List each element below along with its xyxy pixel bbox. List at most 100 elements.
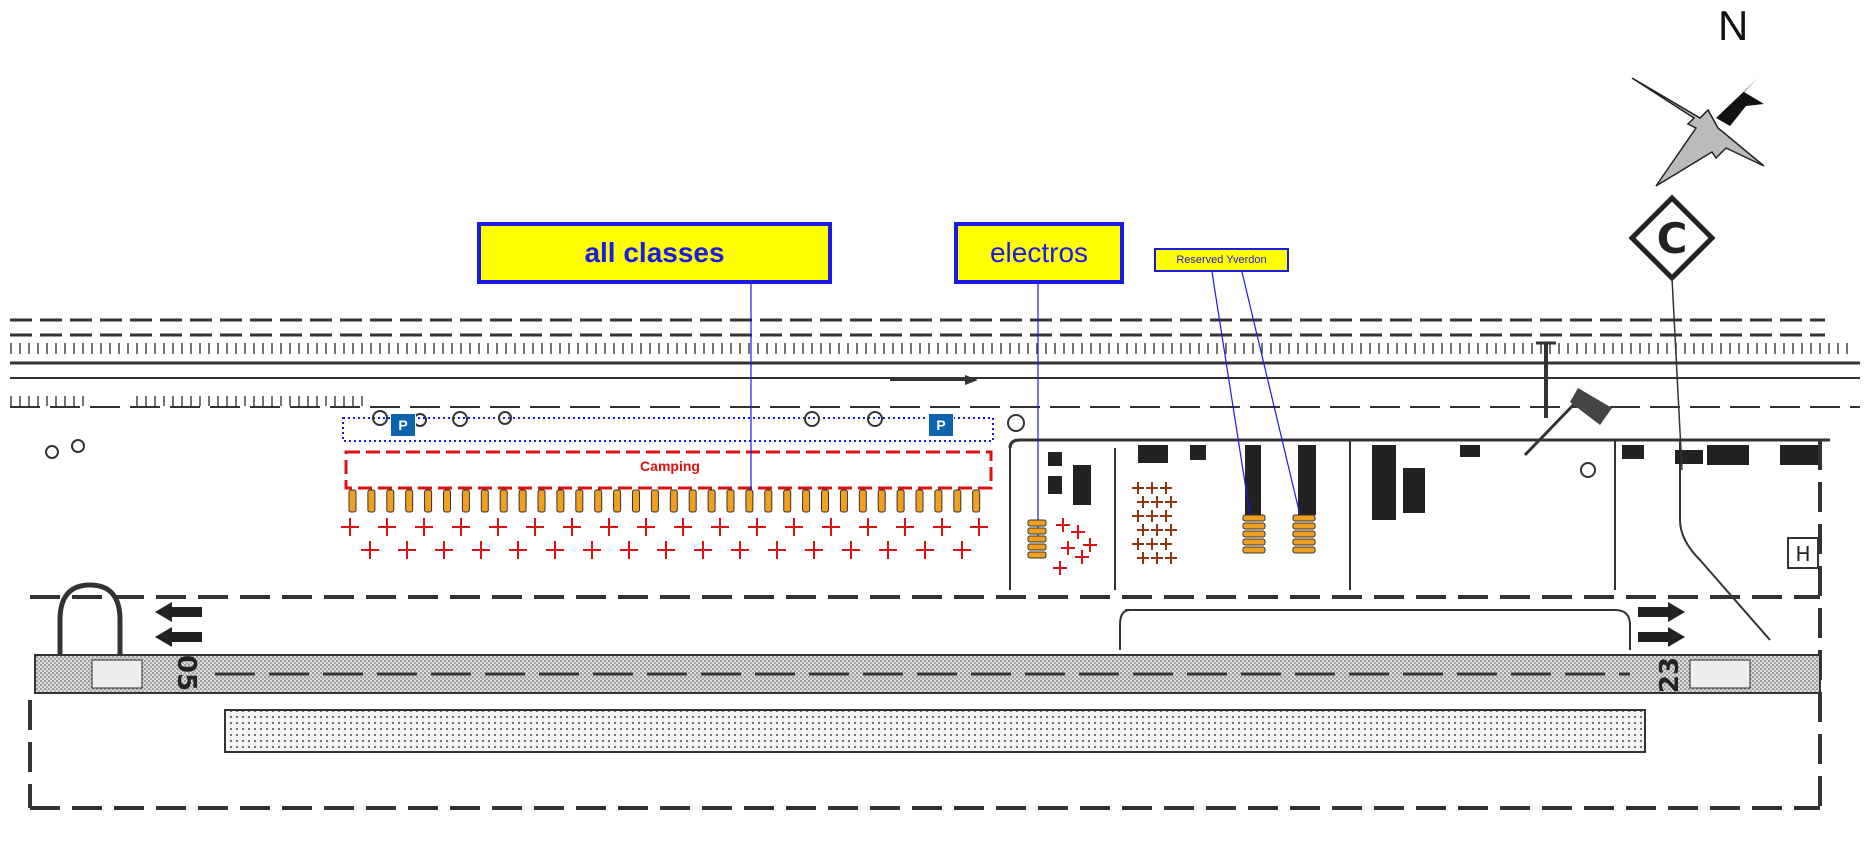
glider-icon [1027, 543, 1047, 551]
tent-icon [489, 518, 507, 536]
glider-icon [461, 489, 470, 513]
electros-label: electros [954, 222, 1124, 284]
heliport-h-icon: H [1787, 537, 1819, 569]
glider-icon [1292, 546, 1316, 554]
glider-icon [594, 489, 603, 513]
tent-icon [842, 541, 860, 559]
glider-icon [1242, 546, 1266, 554]
tent-icon [435, 541, 453, 559]
taxiway-lines [28, 438, 1830, 810]
tent-icon [583, 541, 601, 559]
glider-icon [348, 489, 357, 513]
glider-icon [632, 489, 640, 513]
trees [45, 410, 1596, 478]
compass-rose-icon [1631, 77, 1765, 187]
glider-icon [1027, 535, 1047, 543]
tent-icon [563, 518, 581, 536]
glider-icon [1242, 538, 1266, 546]
tent-icon [1165, 552, 1177, 564]
tent-icon [1146, 538, 1158, 550]
glider-icon [386, 489, 395, 513]
tent-icon [341, 518, 359, 536]
tent-icon [526, 518, 544, 536]
glider-icon [972, 489, 981, 513]
glider-icon [1027, 519, 1047, 527]
tent-icon [916, 541, 934, 559]
tent-icon [1132, 482, 1144, 494]
windsock-icon [1523, 341, 1612, 457]
tent-icon [1165, 524, 1177, 536]
tent-icon [620, 541, 638, 559]
tent-icon [657, 541, 675, 559]
glider-icon [1242, 522, 1266, 530]
glider-icon [556, 489, 565, 513]
tent-icon [1165, 496, 1177, 508]
all-classes-label: all classes [477, 222, 832, 284]
tent-icon [361, 541, 379, 559]
tent-icon [1083, 538, 1097, 552]
tent-icon [1146, 510, 1158, 522]
tent-icon [1137, 524, 1149, 536]
camping-label: Camping [640, 458, 700, 474]
glider-icon [443, 489, 451, 513]
glider-stacks [1027, 514, 1316, 559]
glider-icon [858, 489, 867, 513]
tent-icon [694, 541, 712, 559]
glider-icon [802, 489, 811, 513]
parking-sign-icon: P [928, 413, 954, 437]
glider-icon [405, 489, 414, 513]
glider-icon [480, 489, 489, 513]
tent-icon [879, 541, 897, 559]
airfield-c-sign-icon: C [1628, 194, 1716, 471]
tent-icon [452, 518, 470, 536]
tent-icon [1053, 561, 1067, 575]
tent-icon [637, 518, 655, 536]
glider-icon [688, 489, 697, 513]
tent-icon [1160, 538, 1172, 550]
tent-icon [768, 541, 786, 559]
reserved-yverdon-label: Reserved Yverdon [1154, 248, 1289, 272]
tent-icon [1160, 482, 1172, 494]
tent-icon [398, 541, 416, 559]
tent-icon [674, 518, 692, 536]
tent-icon [415, 518, 433, 536]
tent-icon [933, 518, 951, 536]
tent-icon [1056, 518, 1070, 532]
glider-icon [934, 489, 943, 513]
tent-icon [953, 541, 971, 559]
callout-lines [750, 271, 1301, 540]
reserved-tent-cluster [1132, 482, 1177, 564]
svg-text:H: H [1795, 542, 1810, 566]
tent-icon [1151, 524, 1163, 536]
parking-sign-icon: P [390, 413, 416, 437]
glider-icon [1292, 530, 1316, 538]
tent-icon [748, 518, 766, 536]
tent-icon [896, 518, 914, 536]
tent-icon [600, 518, 618, 536]
tent-icon [805, 541, 823, 559]
tent-icon [785, 518, 803, 536]
glider-icon [499, 489, 508, 513]
glider-icon [1242, 514, 1266, 522]
tent-icon [1137, 496, 1149, 508]
runway [34, 654, 1821, 753]
runway-end-05: 05 [171, 654, 202, 692]
parking-zone [342, 417, 994, 442]
tent-icon [1132, 510, 1144, 522]
glider-icon [575, 489, 584, 513]
road [10, 318, 1860, 408]
glider-icon [1292, 514, 1316, 522]
glider-icon [953, 489, 962, 513]
runway-end-23: 23 [1655, 656, 1686, 694]
glider-icon [745, 489, 754, 513]
glider-icon [537, 489, 546, 513]
svg-text:C: C [1657, 214, 1688, 263]
glider-icon [839, 489, 848, 513]
tent-icon [1075, 550, 1089, 564]
west-turnaround [57, 582, 123, 655]
tent-icon [472, 541, 490, 559]
glider-icon [877, 489, 886, 513]
tent-icon [1160, 510, 1172, 522]
glider-icon [764, 489, 773, 513]
glider-icon [896, 489, 905, 513]
